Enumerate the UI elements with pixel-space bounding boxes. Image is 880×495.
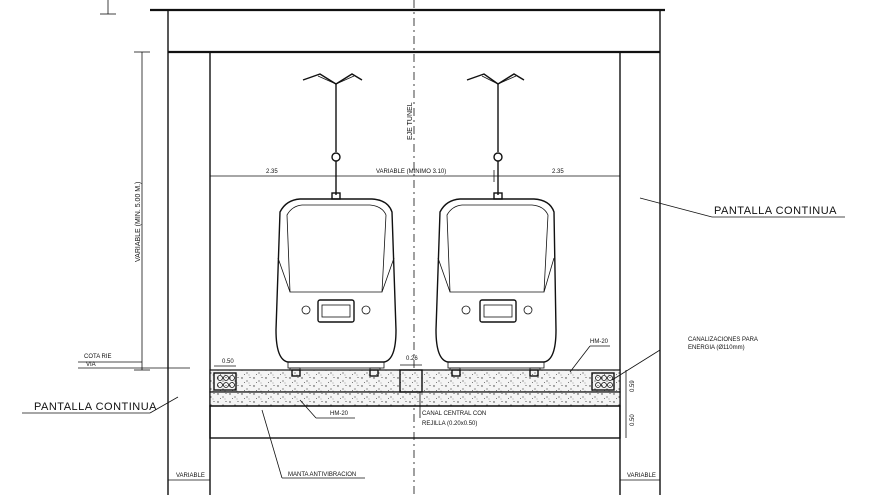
tunnel-structure	[100, 0, 665, 495]
cota-label-2: VIA	[86, 362, 96, 368]
height-dimension: VARIABLE (MIN. 5.00 M.)	[134, 51, 150, 371]
width-dimension: 2.35 VARIABLE (MINIMO 3.10) 2.35	[209, 169, 621, 182]
hm20-bottom-label: HM-20	[330, 411, 349, 417]
energy-conduits-left	[213, 372, 237, 391]
rail-level-marker: COTA RIE VIA	[78, 354, 190, 369]
eje-tunel-label: EJE TUNEL	[407, 102, 414, 140]
dim-left-label: 2.35	[266, 169, 278, 175]
pantalla-continua-left-label: PANTALLA CONTINUA	[34, 401, 157, 413]
manta-label: MANTA ANTIVIBRACION	[288, 472, 356, 478]
tram-left	[275, 73, 397, 377]
variable-width-label: VARIABLE (MINIMO 3.10)	[376, 169, 446, 175]
dim-right-label: 2.35	[552, 169, 564, 175]
dim-050-label: 0.50	[222, 359, 234, 365]
variable-height-label: VARIABLE (MIN. 5.00 M.)	[135, 182, 142, 262]
canalizaciones-label-1: CANALIZACIONES PARA	[688, 337, 758, 343]
energy-conduits-right	[591, 372, 615, 391]
canal-central-label-2: REJILLA (0.20x0.50)	[422, 421, 477, 427]
dim-050-side-label: 0.50	[630, 414, 636, 426]
cota-label-1: COTA RIE	[84, 354, 112, 360]
pantalla-continua-right-label: PANTALLA CONTINUA	[714, 205, 837, 217]
tram-right	[435, 73, 557, 377]
dim-026-label: 0.26	[406, 356, 418, 362]
dim-059-label: 0.59	[630, 380, 636, 392]
track-slab	[209, 364, 621, 439]
canal-central-label-1: CANAL CENTRAL CON	[422, 411, 486, 417]
variable-left-label: VARIABLE	[176, 473, 205, 479]
canalizaciones-label-2: ENERGIA (Ø110mm)	[688, 345, 745, 351]
variable-right-label: VARIABLE	[627, 473, 656, 479]
hm20-top-label: HM-20	[590, 339, 609, 345]
